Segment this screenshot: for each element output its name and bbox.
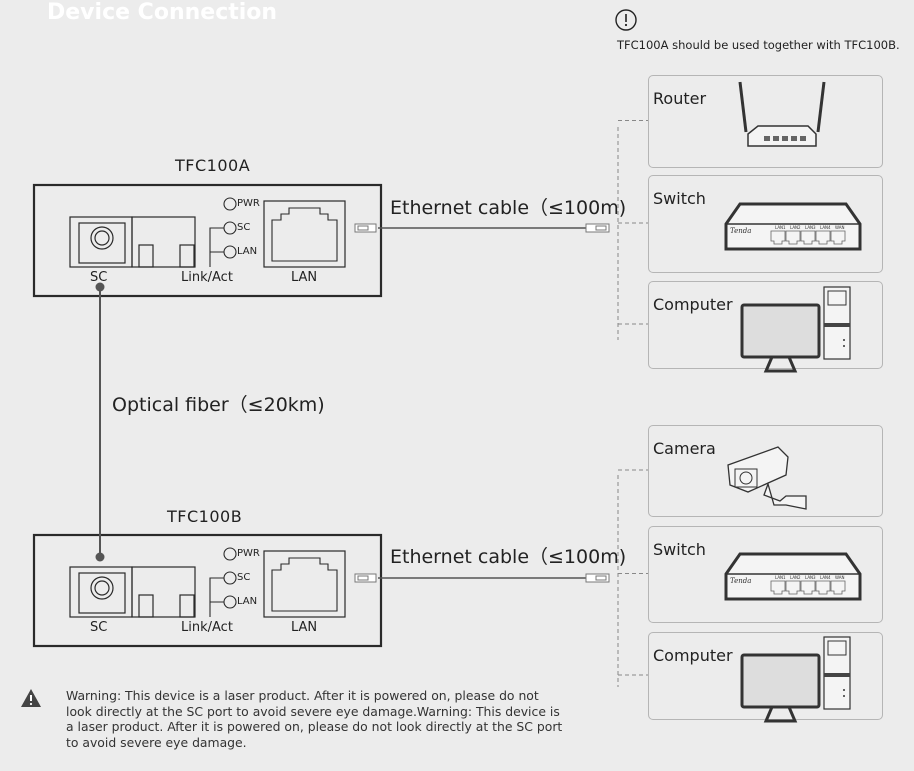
led-pwr-icon [223, 547, 237, 561]
client-box-router [648, 75, 883, 168]
rj45-plug-icon [585, 573, 610, 583]
client-label: Switch [653, 540, 706, 559]
client-label: Computer [653, 646, 733, 665]
led-label: LAN [237, 246, 258, 257]
led-label: SC [237, 572, 251, 583]
ethernet-cable-b-label: Ethernet cable（≤100m) [390, 546, 627, 568]
warning-triangle-icon [20, 688, 42, 712]
led-label: PWR [237, 198, 260, 209]
led-label: PWR [237, 548, 260, 559]
link-act-label: Link/Act [181, 620, 233, 635]
optical-fiber-label: Optical fiber（≤20km) [112, 394, 325, 416]
rj45-plug-icon [354, 223, 377, 233]
rj45-plug-icon [354, 573, 377, 583]
laser-warning-text: Warning: This device is a laser product.… [66, 688, 563, 750]
info-circle-icon [615, 9, 637, 35]
page-title: Device Connection [47, 0, 278, 25]
client-label: Router [653, 89, 707, 108]
compatibility-note: TFC100A should be used together with TFC… [617, 38, 900, 52]
client-label: Camera [653, 439, 716, 458]
client-label: Switch [653, 189, 706, 208]
client-label: Computer [653, 295, 733, 314]
sc-port-label: SC [90, 270, 108, 285]
device-b-name: TFC100B [167, 507, 243, 526]
lan-port [263, 200, 346, 268]
fiber-endpoint [95, 282, 105, 292]
fiber-endpoint [95, 552, 105, 562]
ethernet-cable-a-label: Ethernet cable（≤100m) [390, 197, 627, 219]
media-converter-a [32, 183, 383, 298]
lan-port-label: LAN [291, 620, 318, 635]
led-pwr-icon [223, 197, 237, 211]
led-label: SC [237, 222, 251, 233]
media-converter-b [32, 533, 383, 648]
lan-port [263, 550, 346, 618]
led-label: LAN [237, 596, 258, 607]
rj45-plug-icon [585, 223, 610, 233]
device-a-name: TFC100A [175, 156, 251, 175]
sc-port-label: SC [90, 620, 108, 635]
link-act-label: Link/Act [181, 270, 233, 285]
sc-port [69, 216, 196, 268]
lan-port-label: LAN [291, 270, 318, 285]
sc-port [69, 566, 196, 618]
